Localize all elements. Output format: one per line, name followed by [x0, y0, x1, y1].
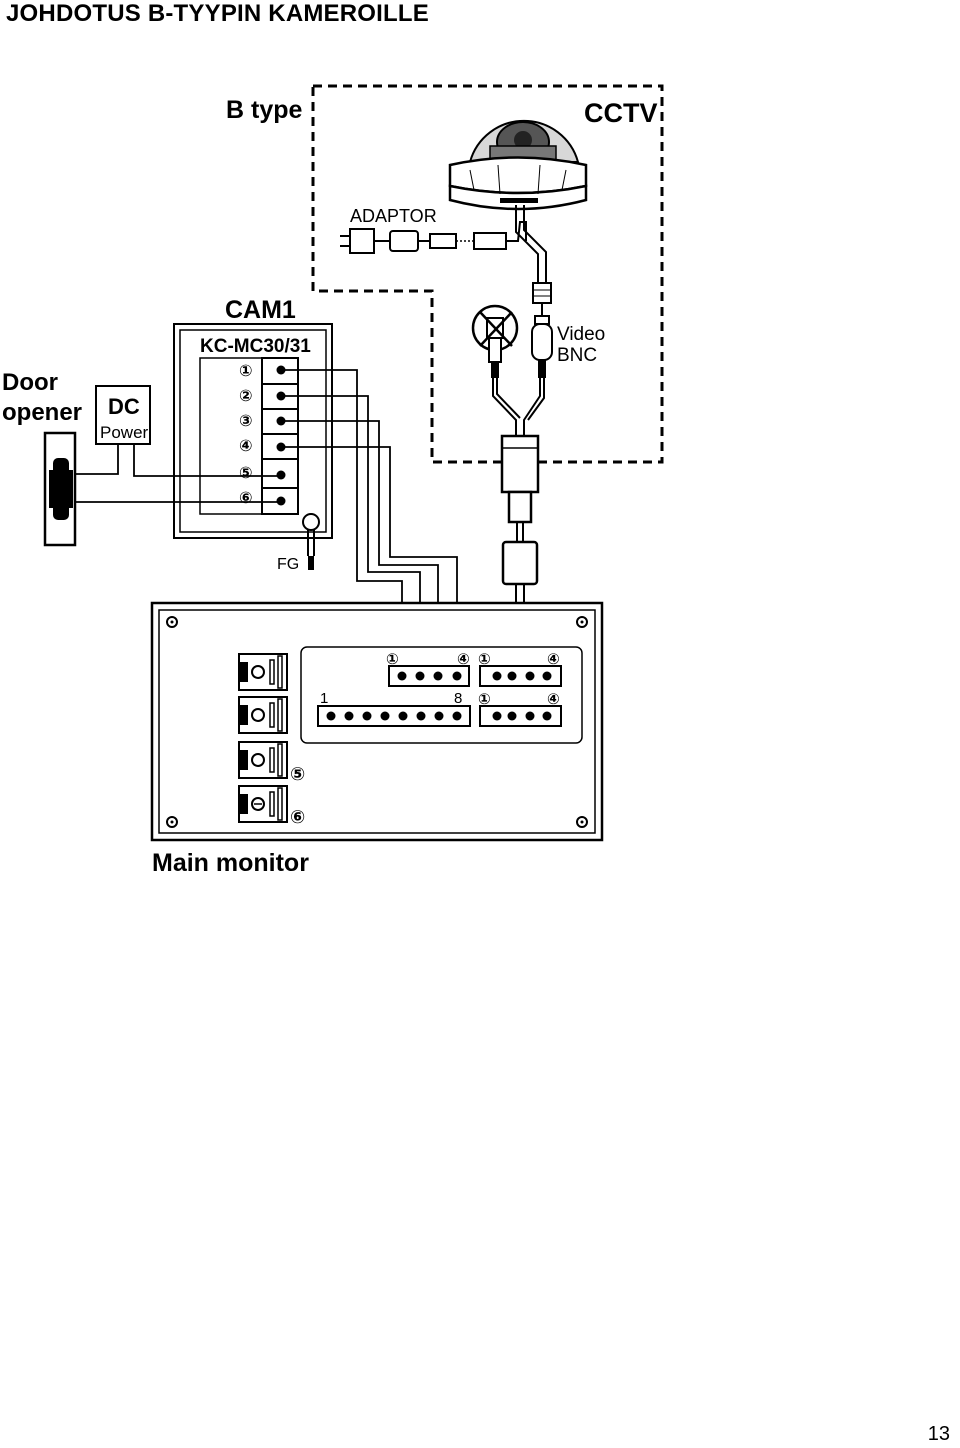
- adaptor-plug-icon: [340, 221, 527, 254]
- cam1-terminal-1-label: ①: [239, 361, 253, 380]
- cam1-unit-inner: [179, 329, 327, 533]
- dc-power-label-line2: Power: [100, 423, 149, 442]
- monitor-power-terminal-block: [479, 705, 562, 727]
- cam-block-first-label: ①: [386, 650, 399, 668]
- door-opener-label-line2: opener: [2, 399, 82, 426]
- cam1-terminal-column: [261, 357, 299, 515]
- monitor-jack-5-label: ⑤: [290, 764, 305, 785]
- monitor-terminal-panel: [300, 646, 583, 744]
- door-block-last-label: 8: [454, 690, 462, 707]
- cam1-terminal-2-label: ②: [239, 386, 253, 405]
- video-bnc-label-line2: BNC: [557, 345, 597, 366]
- camera-terminal-screws: [397, 671, 462, 681]
- power-block-first-label: ①: [478, 690, 491, 708]
- video-bnc-connector-icon: [531, 315, 553, 378]
- main-monitor-label: Main monitor: [152, 849, 309, 877]
- dome-camera-icon: [448, 119, 588, 211]
- monitor-screw-icons: [166, 616, 588, 828]
- cam1-model-label: KC-MC30/31: [200, 336, 311, 357]
- b-type-dashed-enclosure: [311, 84, 664, 464]
- crossed-bnc-connector-icon: [471, 304, 519, 378]
- wiring-diagram: B type CCTV ADAPTOR: [2, 84, 664, 877]
- door-terminal-screws: [326, 711, 462, 721]
- page-number: 13: [927, 1423, 950, 1445]
- cam1-terminal-4-label: ④: [239, 436, 253, 455]
- door-block-first-label: 1: [320, 690, 328, 707]
- cam1-terminal-5-label: ⑤: [239, 463, 253, 482]
- cam1-label: CAM1: [225, 296, 296, 324]
- video-block-first-label: ①: [478, 650, 491, 668]
- video-bnc-label-line1: Video: [557, 324, 605, 345]
- b-type-label: B type: [226, 96, 303, 124]
- cam1-unit-outer: [173, 323, 333, 539]
- fg-ground-icon: [302, 513, 320, 570]
- camera-cable: [515, 205, 552, 316]
- power-block-last-label: ④: [547, 690, 560, 708]
- monitor-jack-sockets: [238, 653, 288, 823]
- page-title: JOHDOTUS B-TYYPIN KAMEROILLE: [6, 0, 429, 27]
- monitor-jack-6-label: ⑥: [290, 807, 305, 828]
- adaptor-label: ADAPTOR: [350, 206, 437, 226]
- power-terminal-screws: [492, 711, 552, 721]
- door-opener-label-line1: Door: [2, 369, 58, 396]
- video-terminal-screws: [492, 671, 552, 681]
- monitor-door-terminal-block: [317, 705, 471, 727]
- dc-power-label-line1: DC: [108, 394, 140, 419]
- door-opener-wires: [75, 444, 281, 503]
- dc-power-box: [95, 385, 151, 445]
- fg-label: FG: [277, 556, 299, 573]
- monitor-camera-terminal-block: [388, 665, 470, 687]
- cam1-terminal-3-label: ③: [239, 411, 253, 430]
- monitor-video-terminal-block: [479, 665, 562, 687]
- main-monitor-inner: [158, 609, 596, 834]
- cctv-label: CCTV: [584, 98, 658, 128]
- video-block-last-label: ④: [547, 650, 560, 668]
- video-cable: [492, 378, 548, 675]
- door-opener-icon: [43, 431, 77, 547]
- cam1-terminal-6-label: ⑥: [239, 488, 253, 507]
- cam-block-last-label: ④: [457, 650, 470, 668]
